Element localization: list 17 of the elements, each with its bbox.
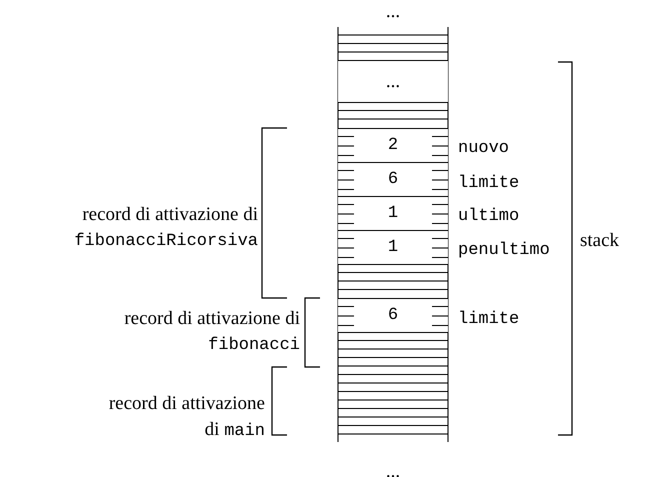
- memory-cell: 6: [338, 162, 448, 197]
- memory-cell: 2: [338, 128, 448, 163]
- ellipsis-text: ...: [384, 462, 402, 477]
- frame-label: record di attivazione di fibonacciRicorsiva: [74, 203, 258, 253]
- frame-label: record di attivazione di fibonacci: [124, 307, 300, 357]
- ellipsis-text: ...: [384, 2, 402, 21]
- variable-name: limite: [458, 311, 520, 328]
- memory-cell: 1: [338, 230, 448, 265]
- stack-label: stack: [580, 231, 620, 250]
- memory-cell: ...: [338, 60, 448, 103]
- variable-name: ultimo: [458, 208, 520, 225]
- memory-cell: 1: [338, 196, 448, 231]
- variable-name: nuovo: [458, 140, 510, 157]
- variable-name: limite: [458, 175, 520, 192]
- variable-name: penultimo: [458, 242, 550, 259]
- frame-label: record di attivazione di main: [108, 392, 265, 443]
- memory-cell: 6: [338, 298, 448, 333]
